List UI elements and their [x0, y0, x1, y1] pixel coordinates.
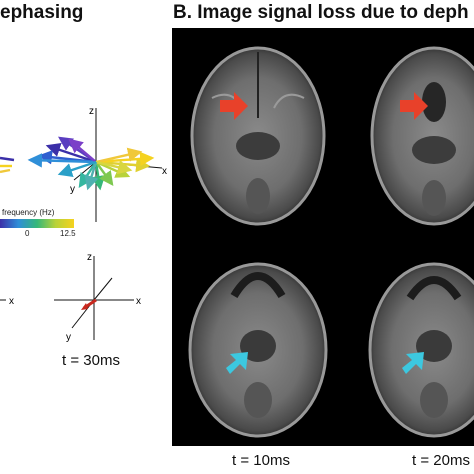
- red-arrow-left: [220, 92, 248, 120]
- top-z-label: z: [89, 106, 94, 117]
- rephased-vector-plot: z x y: [54, 252, 141, 343]
- cyan-arrow-right: [402, 352, 424, 374]
- panel-b-title: B. Image signal loss due to deph: [173, 2, 469, 23]
- bottom-z-label: z: [87, 252, 92, 263]
- left-x-label: x: [9, 296, 14, 307]
- panel-a-title: ephasing: [0, 2, 84, 23]
- colorbar-tick-0: 0: [25, 229, 30, 238]
- mri-slice-bottom-left: [188, 262, 328, 438]
- colorbar: [0, 219, 74, 228]
- dephasing-vector-plot: z x y: [0, 106, 167, 222]
- time-label-10ms: t = 10ms: [232, 452, 290, 469]
- colorbar-tick-12-5: 12.5: [60, 229, 76, 238]
- top-x-label: x: [162, 166, 167, 177]
- time-label-20ms: t = 20ms: [412, 452, 470, 469]
- cyan-arrow-left: [226, 352, 248, 374]
- colorbar-label: frequency (Hz): [2, 208, 55, 217]
- time-label-30ms: t = 30ms: [62, 352, 120, 369]
- mri-slice-top-right: [370, 46, 474, 226]
- left-axis-fragment: x: [0, 296, 14, 307]
- y-axis: [73, 161, 97, 181]
- mri-slice-bottom-right: [368, 262, 474, 438]
- red-arrow-right: [400, 92, 428, 120]
- bottom-x-label: x: [136, 296, 141, 307]
- top-y-label: y: [70, 184, 75, 195]
- bottom-y-label: y: [66, 332, 71, 343]
- mri-image-panel: [172, 28, 474, 446]
- mri-slice-top-left: [190, 46, 326, 226]
